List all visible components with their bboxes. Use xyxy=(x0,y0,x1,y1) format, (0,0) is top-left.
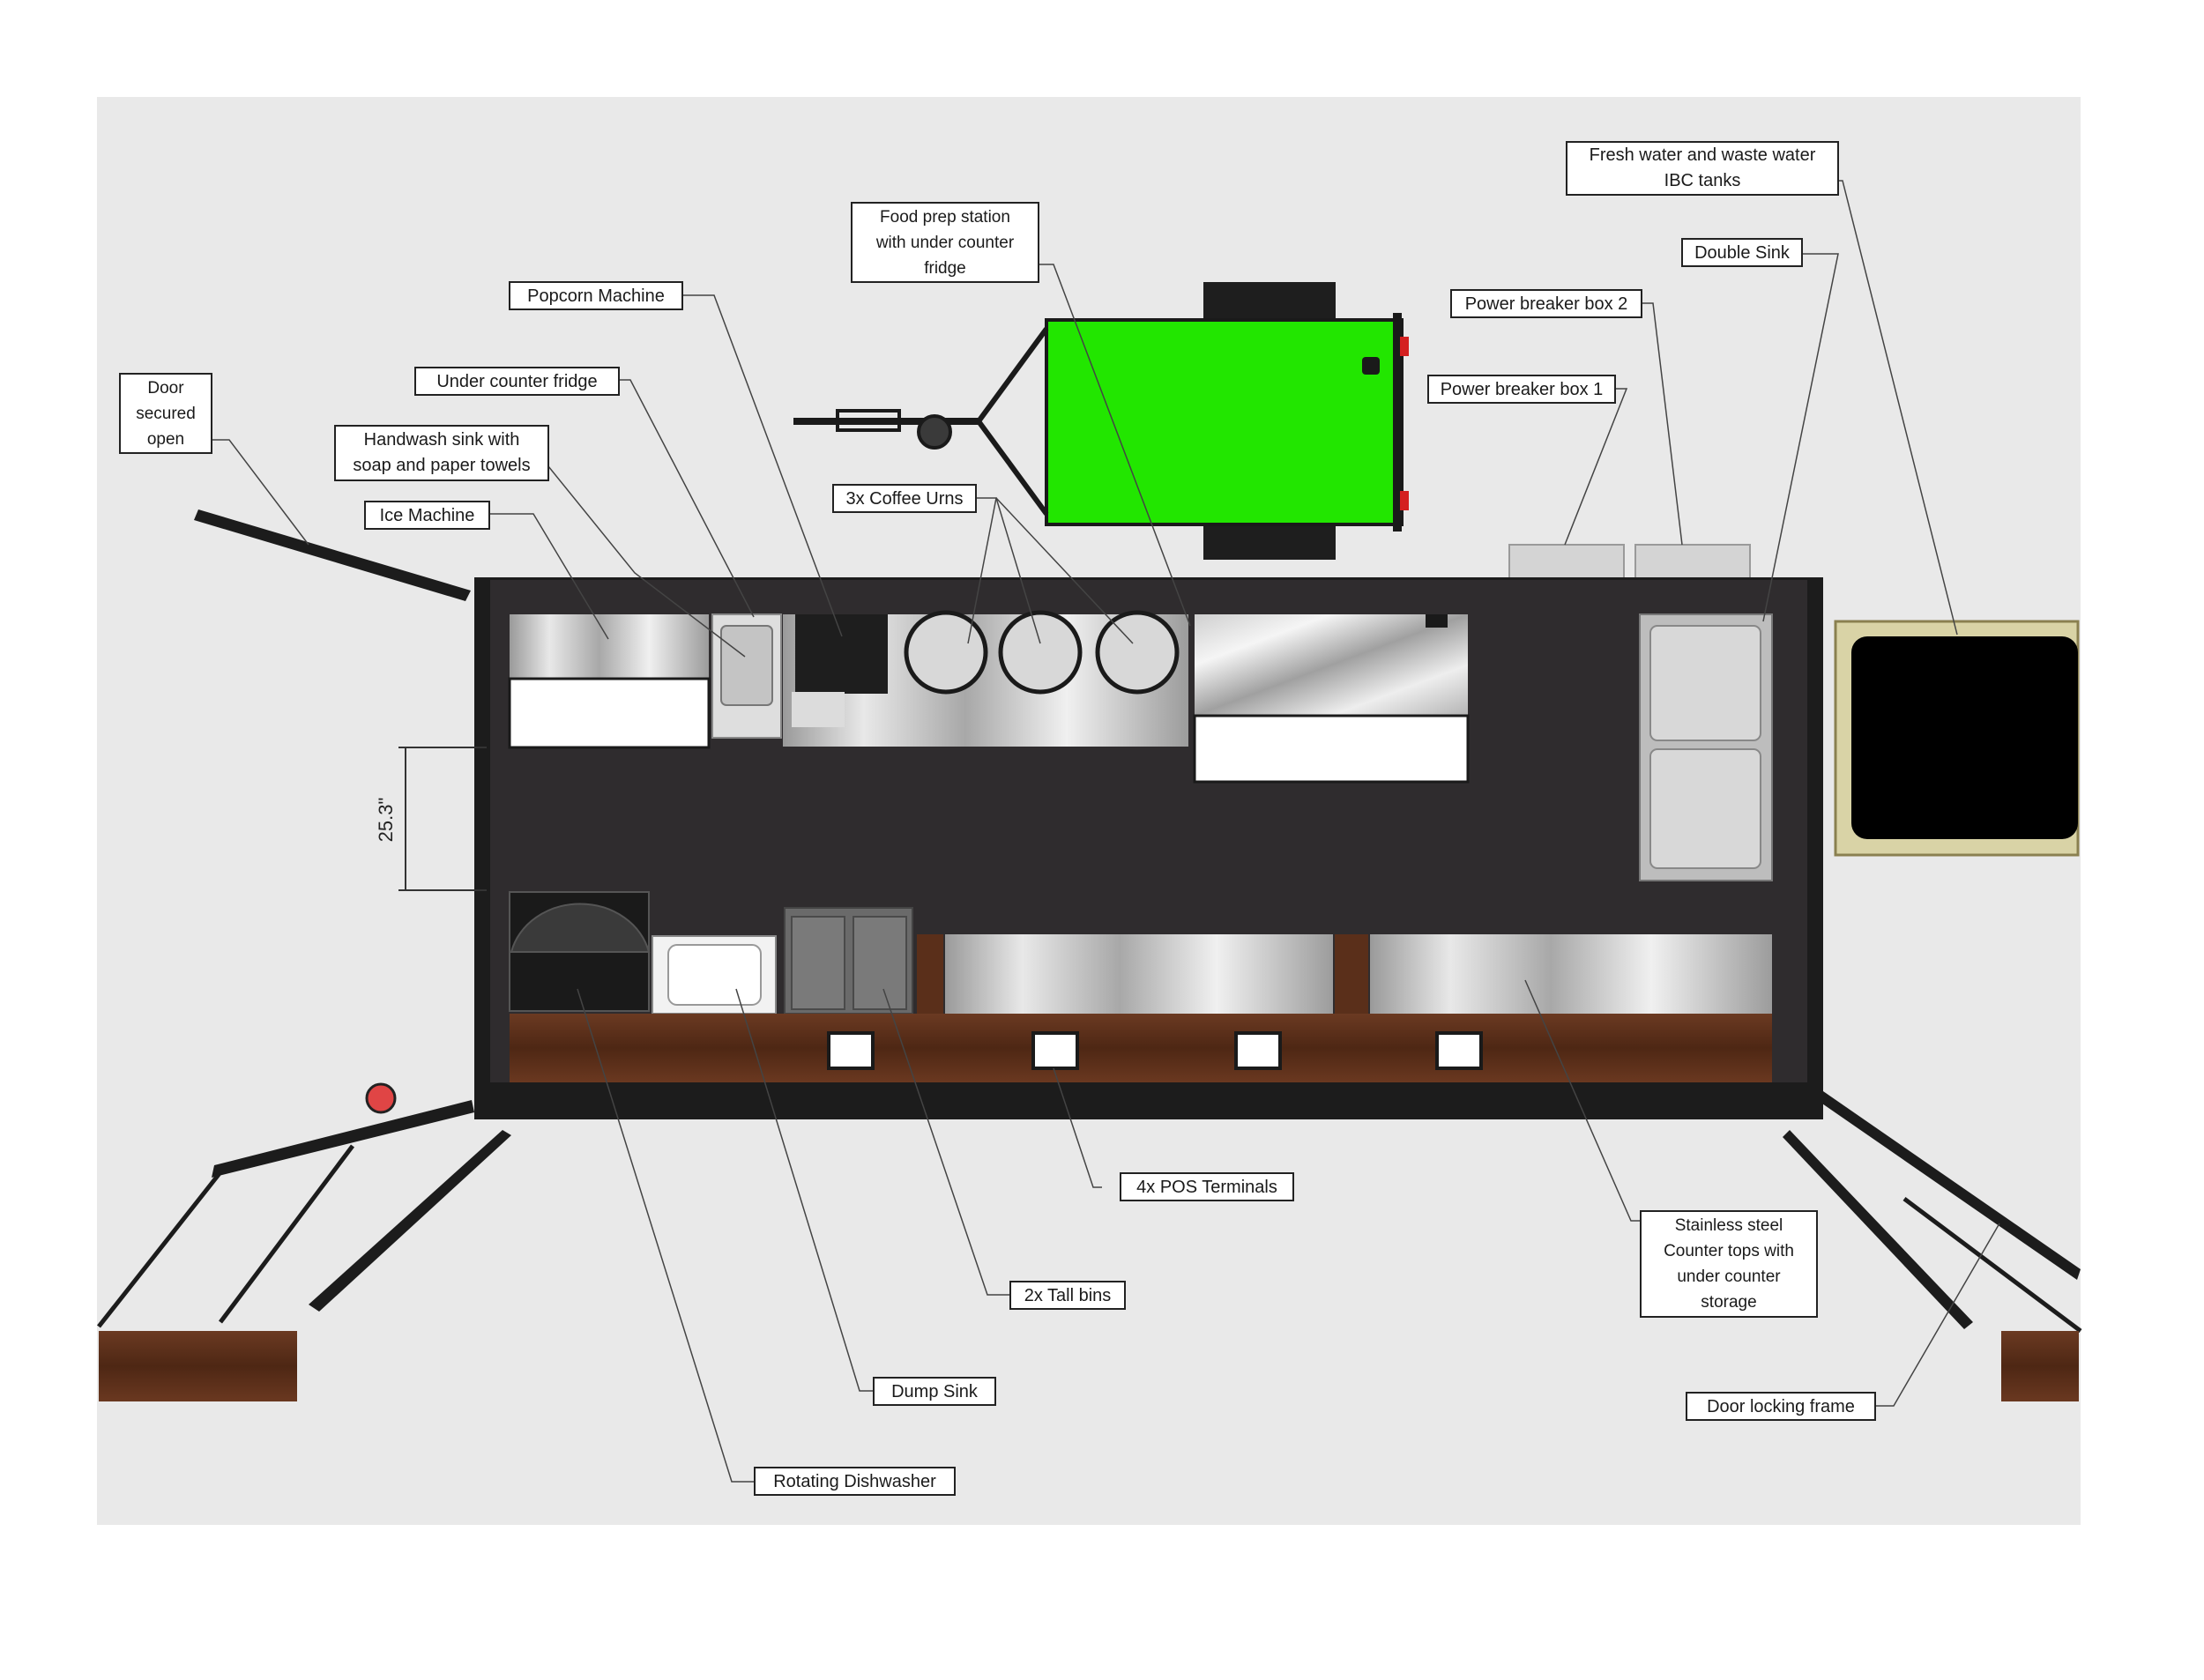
tall-bin-2 xyxy=(853,916,907,1010)
left-door-top xyxy=(194,509,471,601)
leader-door-secured-open xyxy=(212,439,309,546)
pos-terminal-4 xyxy=(1435,1031,1483,1070)
ibc-tank xyxy=(1834,620,2080,857)
double-sink-basin-1 xyxy=(1649,625,1761,741)
leader-coffee-urn-3 xyxy=(995,497,1134,644)
dimension-marker xyxy=(398,747,487,891)
label-pos-terminals: 4x POS Terminals xyxy=(1120,1172,1294,1201)
leader-power-box-1 xyxy=(1564,388,1628,546)
label-door-secured-open: Door secured open xyxy=(119,373,212,454)
label-ibc-tanks: Fresh water and waste water IBC tanks xyxy=(1566,141,1839,196)
trailer-body xyxy=(1045,318,1404,526)
trailer xyxy=(793,282,1409,560)
leader-ice-machine xyxy=(489,513,609,640)
leader-power-box-2 xyxy=(1642,302,1683,546)
label-rotating-dishwasher: Rotating Dishwasher xyxy=(754,1467,956,1496)
label-double-sink: Double Sink xyxy=(1681,238,1803,267)
label-dump-sink: Dump Sink xyxy=(873,1377,996,1406)
coffee-urn-1 xyxy=(904,610,988,695)
trailer-wheel-bottom xyxy=(1203,520,1336,560)
service-counter xyxy=(510,1014,1772,1082)
ice-machine xyxy=(508,677,711,749)
food-prep-control xyxy=(1426,614,1448,628)
wood-panel-2 xyxy=(1335,934,1368,1014)
dump-sink-basin xyxy=(667,944,762,1006)
stainless-counter-1 xyxy=(945,934,1333,1014)
popcorn-machine-tray xyxy=(792,692,845,727)
label-food-prep-station: Food prep station with under counter fri… xyxy=(851,202,1039,283)
label-coffee-urns: 3x Coffee Urns xyxy=(832,484,977,513)
trailer-wheel-top xyxy=(1203,282,1336,322)
left-door-bottom-outer xyxy=(212,1100,474,1178)
leader-coffee-urn-2 xyxy=(995,497,1041,644)
leader-double-sink xyxy=(1762,253,1839,622)
tail-light-bottom xyxy=(1400,491,1409,510)
stainless-counter-2 xyxy=(1370,934,1772,1014)
left-door-bottom-inner xyxy=(309,1130,511,1312)
label-stainless-counter: Stainless steel Counter tops with under … xyxy=(1640,1210,1818,1318)
left-door-frame-2 xyxy=(219,1144,354,1324)
tall-bin-1 xyxy=(791,916,845,1010)
right-door-outer xyxy=(1820,1091,2081,1280)
label-handwash-sink: Handwash sink with soap and paper towels xyxy=(334,425,549,481)
label-power-breaker-box-1: Power breaker box 1 xyxy=(1427,375,1616,404)
double-sink-basin-2 xyxy=(1649,748,1761,869)
food-prep-fridge xyxy=(1193,714,1470,784)
leader-dump-sink xyxy=(735,988,873,1392)
power-breaker-box-2 xyxy=(1634,544,1751,579)
trailer-rear-bumper xyxy=(1393,313,1402,532)
leader-under-counter-fridge xyxy=(619,379,755,618)
right-wood-block xyxy=(2001,1331,2079,1401)
pos-terminal-1 xyxy=(827,1031,875,1070)
label-door-locking-frame: Door locking frame xyxy=(1686,1392,1876,1421)
ice-machine-counter xyxy=(510,614,709,680)
dimension-label: 25.3" xyxy=(375,797,397,843)
tail-light-top xyxy=(1400,337,1409,356)
leader-popcorn-machine xyxy=(683,294,843,637)
ibc-tank-body xyxy=(1851,636,2078,839)
leader-stainless-counter xyxy=(1524,979,1640,1222)
label-power-breaker-box-2: Power breaker box 2 xyxy=(1450,289,1642,318)
trailer-latch xyxy=(1362,357,1380,375)
power-breaker-box-1 xyxy=(1508,544,1625,579)
jockey-wheel xyxy=(917,414,952,450)
leader-handwash-sink xyxy=(547,465,746,658)
coupler xyxy=(836,409,901,432)
container-front-wall xyxy=(474,1082,1823,1119)
coffee-urn-2 xyxy=(998,610,1083,695)
leader-tall-bins xyxy=(882,988,1009,1296)
food-prep-station xyxy=(1195,614,1468,716)
popcorn-machine xyxy=(795,614,888,694)
label-ice-machine: Ice Machine xyxy=(364,501,490,530)
wood-panel-1 xyxy=(917,934,943,1014)
label-tall-bins: 2x Tall bins xyxy=(1009,1281,1126,1310)
right-door-inner xyxy=(1783,1130,1973,1329)
leader-pos-terminals xyxy=(1053,1067,1102,1188)
dishwasher-rack xyxy=(510,903,651,953)
hose-reel xyxy=(365,1082,397,1114)
label-popcorn-machine: Popcorn Machine xyxy=(509,281,683,310)
coffee-urn-3 xyxy=(1095,610,1180,695)
pos-terminal-3 xyxy=(1234,1031,1282,1070)
left-wood-block xyxy=(99,1331,297,1401)
left-door-frame-1 xyxy=(97,1171,222,1328)
handwash-basin xyxy=(720,625,773,706)
label-under-counter-fridge: Under counter fridge xyxy=(414,367,620,396)
leader-rotating-dishwasher xyxy=(577,988,754,1483)
leader-door-locking-frame xyxy=(1876,1223,2000,1407)
right-door-frame xyxy=(1902,1197,2082,1333)
pos-terminal-2 xyxy=(1031,1031,1079,1070)
